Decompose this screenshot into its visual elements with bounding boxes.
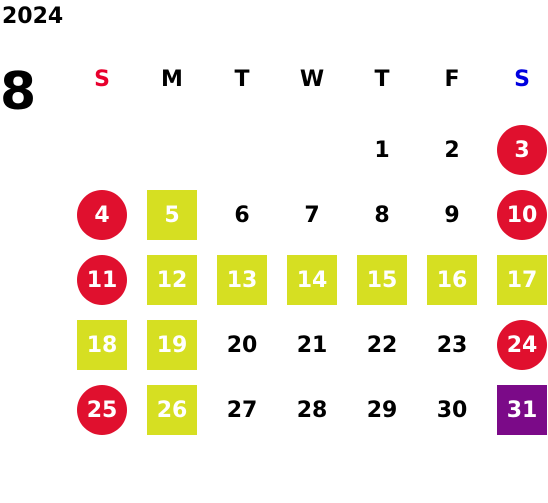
- day-number: 8: [374, 202, 390, 228]
- special-day-number: 14: [287, 255, 337, 305]
- weekday-header: T: [374, 67, 390, 92]
- day-cell[interactable]: 30: [425, 383, 479, 437]
- holiday-day-number: 3: [497, 125, 547, 175]
- day-cell[interactable]: 17: [495, 253, 548, 307]
- special-day-number: 12: [147, 255, 197, 305]
- day-cell[interactable]: 5: [145, 188, 199, 242]
- weekday-header: T: [234, 67, 250, 92]
- day-cell[interactable]: 24: [495, 318, 548, 372]
- day-cell[interactable]: 8: [355, 188, 409, 242]
- holiday-day-number: 4: [77, 190, 127, 240]
- holiday-day-number: 10: [497, 190, 547, 240]
- weekday-header: S: [514, 67, 530, 92]
- day-cell[interactable]: 16: [425, 253, 479, 307]
- day-number: 27: [226, 397, 258, 423]
- day-cell[interactable]: 4: [75, 188, 129, 242]
- day-number: 20: [226, 332, 258, 358]
- empty-day-cell: [75, 123, 129, 177]
- special-day-number: 26: [147, 385, 197, 435]
- holiday-day-number: 24: [497, 320, 547, 370]
- calendar-year: 2024: [2, 4, 64, 29]
- day-cell[interactable]: 1: [355, 123, 409, 177]
- weekday-header: F: [444, 67, 460, 92]
- special-day-number: 13: [217, 255, 267, 305]
- day-number: 1: [374, 137, 390, 163]
- day-cell[interactable]: 31: [495, 383, 548, 437]
- day-number: 29: [366, 397, 398, 423]
- day-cell[interactable]: 27: [215, 383, 269, 437]
- day-cell[interactable]: 11: [75, 253, 129, 307]
- day-cell[interactable]: 3: [495, 123, 548, 177]
- day-cell[interactable]: 9: [425, 188, 479, 242]
- day-cell[interactable]: 2: [425, 123, 479, 177]
- day-cell[interactable]: 20: [215, 318, 269, 372]
- weekday-header: W: [299, 67, 325, 92]
- day-cell[interactable]: 10: [495, 188, 548, 242]
- day-number: 7: [304, 202, 320, 228]
- special-day-number: 5: [147, 190, 197, 240]
- calendar-month: 8: [0, 62, 37, 122]
- special-day-number: 15: [357, 255, 407, 305]
- day-number: 9: [444, 202, 460, 228]
- day-cell[interactable]: 19: [145, 318, 199, 372]
- day-cell[interactable]: 23: [425, 318, 479, 372]
- day-cell[interactable]: 28: [285, 383, 339, 437]
- day-cell[interactable]: 18: [75, 318, 129, 372]
- day-number: 28: [296, 397, 328, 423]
- day-number: 2: [444, 137, 460, 163]
- day-number: 21: [296, 332, 328, 358]
- weekday-header: S: [94, 67, 110, 92]
- closed-day-number: 31: [497, 385, 547, 435]
- holiday-day-number: 25: [77, 385, 127, 435]
- day-number: 30: [436, 397, 468, 423]
- special-day-number: 18: [77, 320, 127, 370]
- day-cell[interactable]: 14: [285, 253, 339, 307]
- day-cell[interactable]: 13: [215, 253, 269, 307]
- empty-day-cell: [215, 123, 269, 177]
- day-cell[interactable]: 22: [355, 318, 409, 372]
- holiday-day-number: 11: [77, 255, 127, 305]
- day-cell[interactable]: 21: [285, 318, 339, 372]
- day-cell[interactable]: 29: [355, 383, 409, 437]
- empty-day-cell: [145, 123, 199, 177]
- day-number: 22: [366, 332, 398, 358]
- day-cell[interactable]: 7: [285, 188, 339, 242]
- day-number: 6: [234, 202, 250, 228]
- day-cell[interactable]: 6: [215, 188, 269, 242]
- day-number: 23: [436, 332, 468, 358]
- weekday-header: M: [161, 67, 183, 92]
- day-cell[interactable]: 25: [75, 383, 129, 437]
- special-day-number: 19: [147, 320, 197, 370]
- special-day-number: 17: [497, 255, 547, 305]
- special-day-number: 16: [427, 255, 477, 305]
- empty-day-cell: [285, 123, 339, 177]
- day-cell[interactable]: 12: [145, 253, 199, 307]
- day-cell[interactable]: 15: [355, 253, 409, 307]
- day-cell[interactable]: 26: [145, 383, 199, 437]
